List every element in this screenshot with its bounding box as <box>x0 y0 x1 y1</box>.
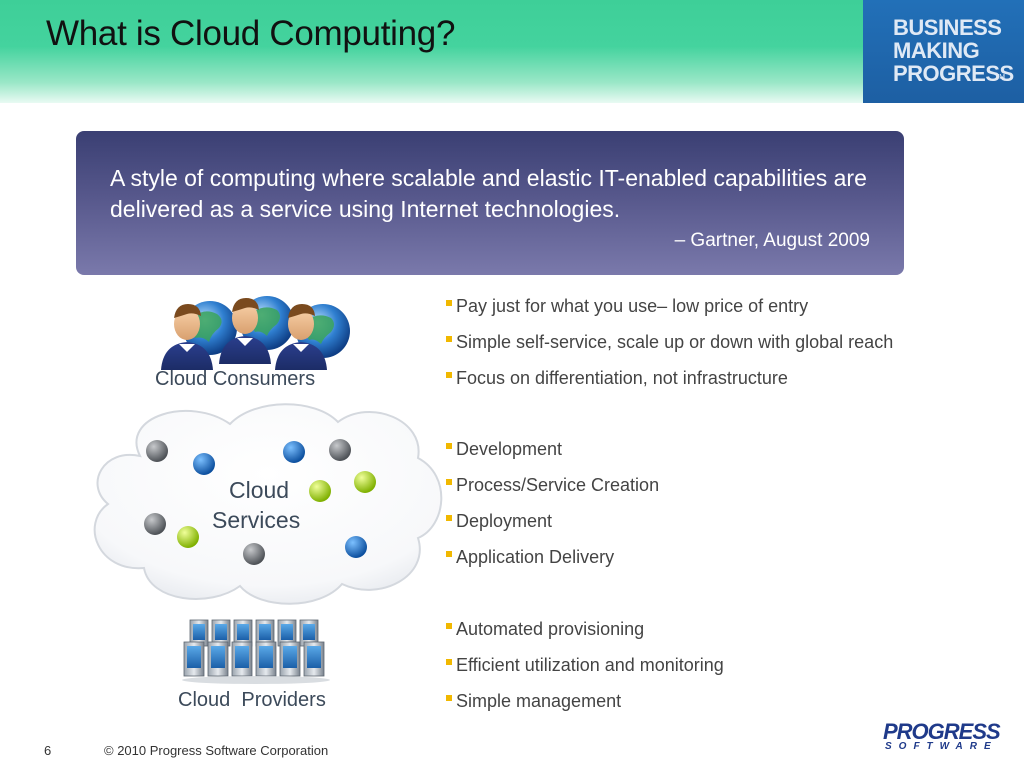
list-item: Pay just for what you use– low price of … <box>444 295 893 331</box>
business-making-progress-logo: BUSINESS MAKING PROGRESS TM <box>863 0 1024 103</box>
tagline-tm: TM <box>995 74 1006 81</box>
bullet-group-providers: Automated provisioning Efficient utiliza… <box>444 618 724 726</box>
cloud-services-cloud <box>93 403 443 605</box>
logo-sub: SOFTWARE <box>885 741 998 752</box>
bullet-group-services: Development Process/Service Creation Dep… <box>444 438 659 582</box>
list-item: Process/Service Creation <box>444 474 659 510</box>
cloud-consumers-label: Cloud Consumers <box>155 368 316 390</box>
quote-attribution: – Gartner, August 2009 <box>674 230 870 251</box>
bullet-marker-icon <box>446 372 452 378</box>
list-item: Deployment <box>444 510 659 546</box>
copyright-text: © 2010 Progress Software Corporation <box>104 743 329 758</box>
definition-quote-box: A style of computing where scalable and … <box>76 131 904 275</box>
list-item: Application Delivery <box>444 546 659 582</box>
tagline-line-3: PROGRESS <box>893 61 1014 86</box>
cloud-providers-label: Cloud Providers <box>178 689 326 711</box>
person-with-globe-icon <box>161 296 350 370</box>
bullet-marker-icon <box>446 336 452 342</box>
list-item: Simple self-service, scale up or down wi… <box>444 331 893 367</box>
tagline-line-1: BUSINESS <box>893 15 1002 40</box>
bullet-marker-icon <box>446 659 452 665</box>
slide-number: 6 <box>44 743 52 758</box>
bullet-marker-icon <box>446 479 452 485</box>
list-item: Simple management <box>444 690 724 726</box>
page-title: What is Cloud Computing? <box>46 14 456 53</box>
server-rack-icon <box>182 619 330 684</box>
bullet-marker-icon <box>446 551 452 557</box>
header-band: What is Cloud Computing? <box>0 0 1024 103</box>
bullet-marker-icon <box>446 443 452 449</box>
list-item: Efficient utilization and monitoring <box>444 654 724 690</box>
list-item: Automated provisioning <box>444 618 724 654</box>
bullet-marker-icon <box>446 695 452 701</box>
progress-software-logo: PROGRESS SOFTWARE <box>883 719 1001 755</box>
list-item: Development <box>444 438 659 474</box>
tagline-line-2: MAKING <box>893 38 980 63</box>
list-item: Focus on differentiation, not infrastruc… <box>444 367 893 403</box>
quote-text: A style of computing where scalable and … <box>110 165 867 222</box>
bullet-marker-icon <box>446 623 452 629</box>
bullet-marker-icon <box>446 300 452 306</box>
bullet-marker-icon <box>446 515 452 521</box>
bullet-group-benefits: Pay just for what you use– low price of … <box>444 295 893 403</box>
cloud-services-label-line1: Cloud <box>229 477 290 503</box>
cloud-services-label-line2: Services <box>212 507 301 533</box>
logo-word: PROGRESS <box>883 719 1001 744</box>
service-node-icons <box>144 439 376 565</box>
